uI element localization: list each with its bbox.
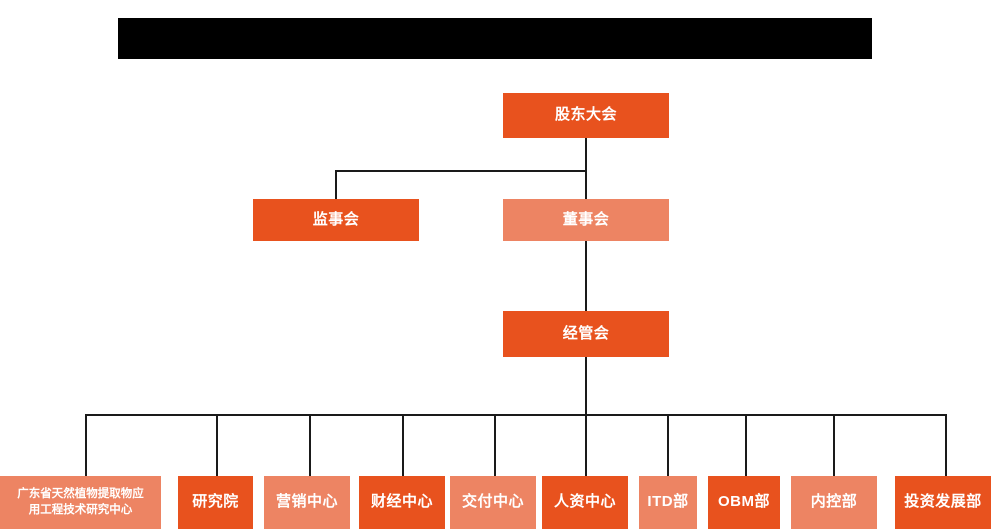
node-board-of-supervisors[interactable]: 监事会 <box>253 199 419 241</box>
node-label: OBM部 <box>718 493 770 511</box>
node-label: 营销中心 <box>275 493 338 511</box>
node-label: 内控部 <box>810 493 858 511</box>
node-label: 人资中心 <box>553 493 616 511</box>
connector-management-down <box>585 357 587 415</box>
node-management-committee[interactable]: 经管会 <box>503 311 669 357</box>
connector-drop-dept-3 <box>309 414 311 476</box>
connector-drop-dept-5 <box>494 414 496 476</box>
connector-directors-management <box>585 241 587 311</box>
node-department-investment-development[interactable]: 投资发展部 <box>895 476 991 529</box>
connector-drop-dept-9 <box>833 414 835 476</box>
node-shareholders-meeting[interactable]: 股东大会 <box>503 93 669 138</box>
node-department-internal-control[interactable]: 内控部 <box>791 476 877 529</box>
node-department-obm[interactable]: OBM部 <box>708 476 780 529</box>
connector-to-supervisors <box>335 170 337 199</box>
connector-drop-dept-6 <box>585 414 587 476</box>
node-label: 监事会 <box>312 210 360 228</box>
node-board-of-directors[interactable]: 董事会 <box>503 199 669 241</box>
node-label: 交付中心 <box>461 493 524 511</box>
node-label: ITD部 <box>647 493 689 511</box>
connector-drop-dept-7 <box>667 414 669 476</box>
connector-drop-dept-4 <box>402 414 404 476</box>
node-department-finance-center[interactable]: 财经中心 <box>359 476 445 529</box>
node-label: 财经中心 <box>370 493 433 511</box>
node-department-research-institute[interactable]: 研究院 <box>178 476 253 529</box>
node-department-research-center[interactable]: 广东省天然植物提取物应 用工程技术研究中心 <box>0 476 161 529</box>
connector-drop-dept-2 <box>216 414 218 476</box>
connector-to-directors <box>585 170 587 199</box>
connector-drop-dept-1 <box>85 414 87 476</box>
node-label: 广东省天然植物提取物应 用工程技术研究中心 <box>17 487 144 516</box>
node-label: 经管会 <box>562 324 610 342</box>
connector-drop-dept-8 <box>745 414 747 476</box>
connector-board-bus <box>335 170 587 172</box>
connector-drop-dept-10 <box>945 414 947 476</box>
node-label: 投资发展部 <box>904 493 982 511</box>
connector-department-bus <box>85 414 946 416</box>
node-label: 董事会 <box>562 210 610 228</box>
node-department-hr-center[interactable]: 人资中心 <box>542 476 628 529</box>
redacted-title-bar <box>118 18 872 59</box>
node-department-marketing-center[interactable]: 营销中心 <box>264 476 350 529</box>
node-label: 股东大会 <box>554 106 617 124</box>
node-label: 研究院 <box>192 493 239 511</box>
node-department-itd[interactable]: ITD部 <box>639 476 697 529</box>
connector-shareholders-down <box>585 138 587 171</box>
node-department-delivery-center[interactable]: 交付中心 <box>450 476 536 529</box>
